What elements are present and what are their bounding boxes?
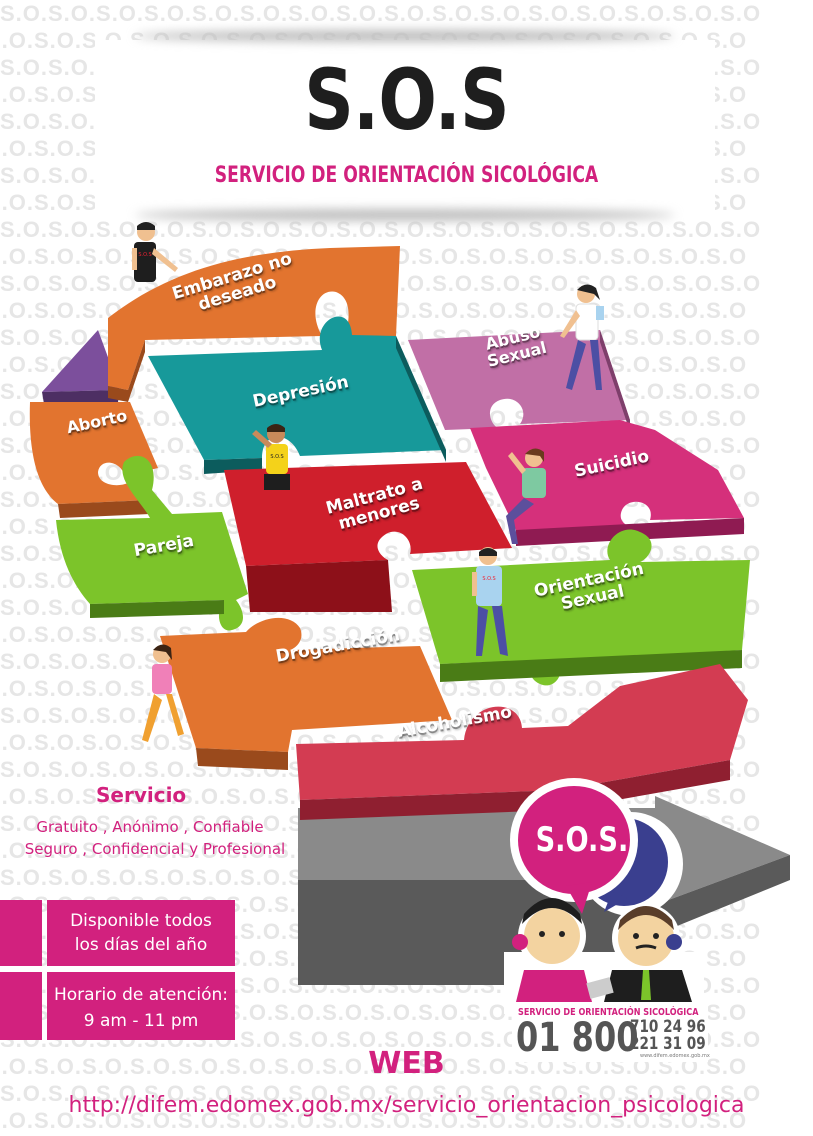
availability-line-1: Disponible todos [70,911,212,931]
background-pattern-row: S.O.S.O.S.O.S.O.S.O.S.O.S.O.S.O.S.O.S.O.… [0,1081,762,1106]
availability-box-accent [0,900,42,966]
service-title: Servicio [96,783,187,807]
badge-small-url: www.difem.edomex.gob.mx [640,1053,710,1059]
person-man-orientacion: S.O.S [472,547,508,656]
logo-subtitle: SERVICIO DE ORIENTACIÓN SICOLÓGICA [214,163,599,188]
service-line-2: Seguro , Confidencial y Profesional [24,840,286,858]
badge-phone-prefix: 01 800 [516,1015,639,1061]
person-woman-suicidio [506,448,546,544]
availability-box [47,900,235,966]
hours-line-1: Horario de atención: [53,985,229,1005]
web-url-link[interactable]: http://difem.edomex.gob.mx/servicio_orie… [68,1093,745,1118]
hotline-logo [504,778,708,1062]
piece-aborto [29,402,158,504]
piece-pareja [56,455,248,631]
hours-line-2: 9 am - 11 pm [83,1011,199,1031]
purple-piece [42,330,120,392]
web-title: WEB [368,1046,445,1081]
person-woman-abuso [560,284,604,390]
piece-alcoholismo [296,664,748,800]
svg-text:S.O.S: S.O.S [482,576,495,582]
badge-phone-line-2: 221 31 09 [630,1034,706,1054]
badge-phone-line-1: 710 24 96 [630,1017,706,1037]
hours-box [47,972,235,1040]
piece-depresion [148,316,446,460]
piece-suicidio [470,420,744,530]
piece-maltrato [224,462,512,566]
header-band [95,40,715,215]
logo-title: S.O.S [304,51,509,149]
service-line-1: Gratuito , Anónimo , Confiable [36,818,264,836]
hours-box-accent [0,972,42,1040]
person-man-depresion: S.O.S [252,424,290,490]
piece-embarazo [108,246,400,390]
person-woman-drogadiccion [142,644,184,742]
svg-text:S.O.S: S.O.S [270,454,283,460]
background-pattern-row: S.O.S.O.S.O.S.O.S.O.S.O.S.O.S.O.S.O.S.O.… [0,1108,748,1133]
badge-service-label: SERVICIO DE ORIENTACIÓN SICOLÓGICA [518,1007,699,1018]
svg-text:S.O.S: S.O.S [138,252,151,258]
availability-line-2: los días del año [74,935,208,955]
background-pattern-row: S.O.S.O.S.O.S.O.S.O.S.O.S.O.S.O.S.O.S.O.… [0,1,762,26]
badge-bubble-text: S.O.S. [535,820,629,860]
person-man-top: S.O.S [132,222,178,282]
background-pattern-row: S.O.S.O.S.O.S.O.S.O.S.O.S.O.S.O.S.O.S.O.… [0,217,762,242]
piece-drogadiccion [160,617,452,752]
